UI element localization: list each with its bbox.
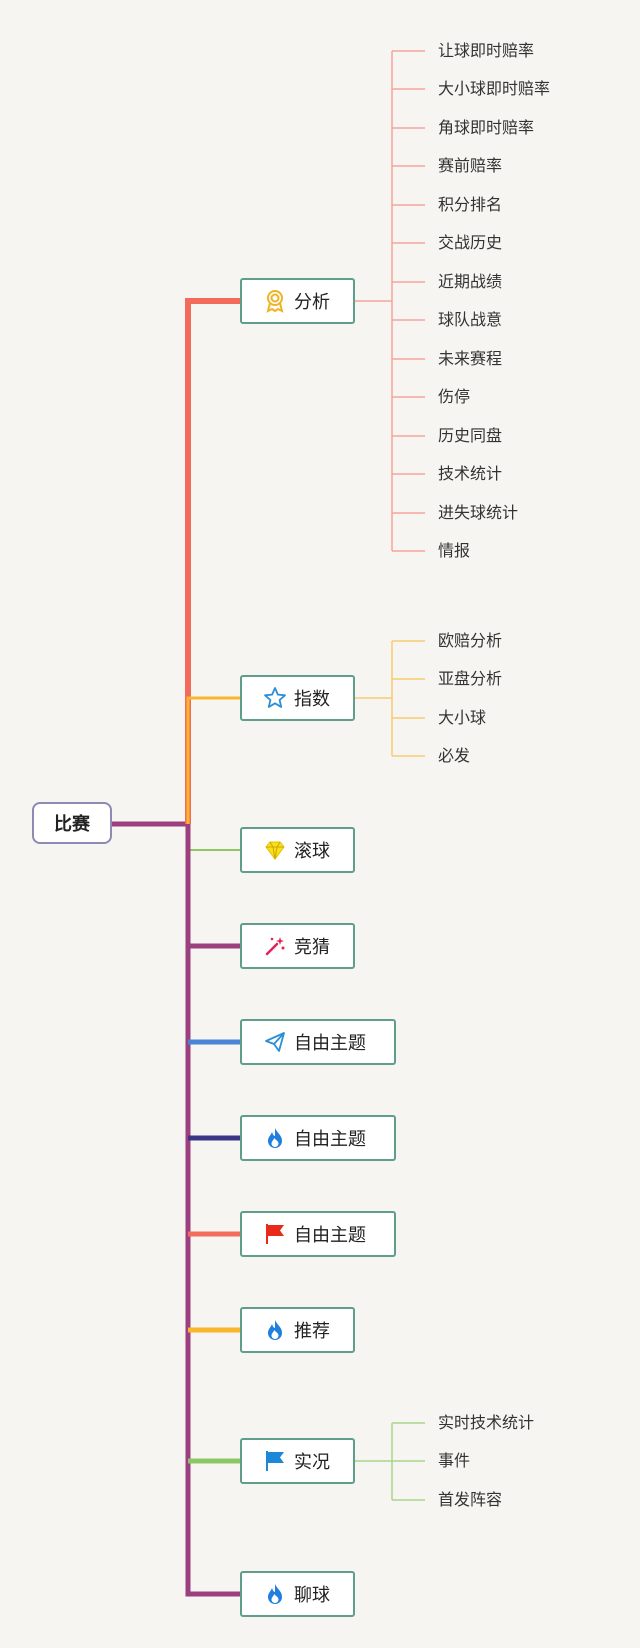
branch-label: 自由主题 xyxy=(294,1033,366,1054)
leaf-item[interactable]: 角球即时赔率 xyxy=(438,118,535,137)
leaf-item[interactable]: 近期战绩 xyxy=(438,272,503,291)
leaf-item[interactable]: 首发阵容 xyxy=(438,1490,503,1509)
branch-node-guess[interactable]: 竞猜 xyxy=(240,923,355,969)
branch-node-free-topic-2[interactable]: 自由主题 xyxy=(240,1115,396,1161)
leaf-item[interactable]: 进失球统计 xyxy=(438,503,519,522)
leaf-item[interactable]: 情报 xyxy=(438,541,471,560)
branch-node-index[interactable]: 指数 xyxy=(240,675,355,721)
branch-label: 指数 xyxy=(294,689,330,710)
leaf-item[interactable]: 未来赛程 xyxy=(438,349,503,368)
branch-label: 自由主题 xyxy=(294,1225,366,1246)
leaf-item[interactable]: 技术统计 xyxy=(438,464,503,483)
diamond-icon xyxy=(262,837,288,863)
branch-label: 分析 xyxy=(294,292,330,313)
leaf-item[interactable]: 欧赔分析 xyxy=(438,631,503,650)
magic-wand-icon xyxy=(262,933,288,959)
leaf-item[interactable]: 球队战意 xyxy=(438,310,503,329)
leaf-item[interactable]: 积分排名 xyxy=(438,195,503,214)
leaf-item[interactable]: 赛前赔率 xyxy=(438,156,503,175)
branch-node-live-betting[interactable]: 滚球 xyxy=(240,827,355,873)
branch-label: 竞猜 xyxy=(294,937,330,958)
branch-node-free-topic-3[interactable]: 自由主题 xyxy=(240,1211,396,1257)
award-ribbon-icon xyxy=(262,288,288,314)
branch-label: 自由主题 xyxy=(294,1129,366,1150)
leaf-item[interactable]: 交战历史 xyxy=(438,233,503,252)
branch-node-free-topic-1[interactable]: 自由主题 xyxy=(240,1019,396,1065)
flame-icon xyxy=(262,1125,288,1151)
branch-node-recommend[interactable]: 推荐 xyxy=(240,1307,355,1353)
leaf-item[interactable]: 亚盘分析 xyxy=(438,669,503,688)
branch-label: 实况 xyxy=(294,1452,330,1473)
leaf-item[interactable]: 必发 xyxy=(438,746,471,765)
leaf-item[interactable]: 伤停 xyxy=(438,387,471,406)
branch-node-live[interactable]: 实况 xyxy=(240,1438,355,1484)
paper-plane-icon xyxy=(262,1029,288,1055)
star-outline-icon xyxy=(262,685,288,711)
branch-label: 聊球 xyxy=(294,1585,330,1606)
flame-icon xyxy=(262,1317,288,1343)
root-node[interactable]: 比赛 xyxy=(32,802,112,844)
branch-node-analysis[interactable]: 分析 xyxy=(240,278,355,324)
branch-label: 滚球 xyxy=(294,841,330,862)
blue-flag-icon xyxy=(262,1448,288,1474)
leaf-item[interactable]: 事件 xyxy=(438,1451,471,1470)
branch-label: 推荐 xyxy=(294,1321,330,1342)
leaf-item[interactable]: 历史同盘 xyxy=(438,426,503,445)
root-label: 比赛 xyxy=(54,814,90,835)
flame-icon xyxy=(262,1581,288,1607)
leaf-item[interactable]: 让球即时赔率 xyxy=(438,41,535,60)
branch-node-chat[interactable]: 聊球 xyxy=(240,1571,355,1617)
leaf-item[interactable]: 实时技术统计 xyxy=(438,1413,535,1432)
leaf-item[interactable]: 大小球 xyxy=(438,708,487,727)
red-flag-icon xyxy=(262,1221,288,1247)
leaf-item[interactable]: 大小球即时赔率 xyxy=(438,79,551,98)
